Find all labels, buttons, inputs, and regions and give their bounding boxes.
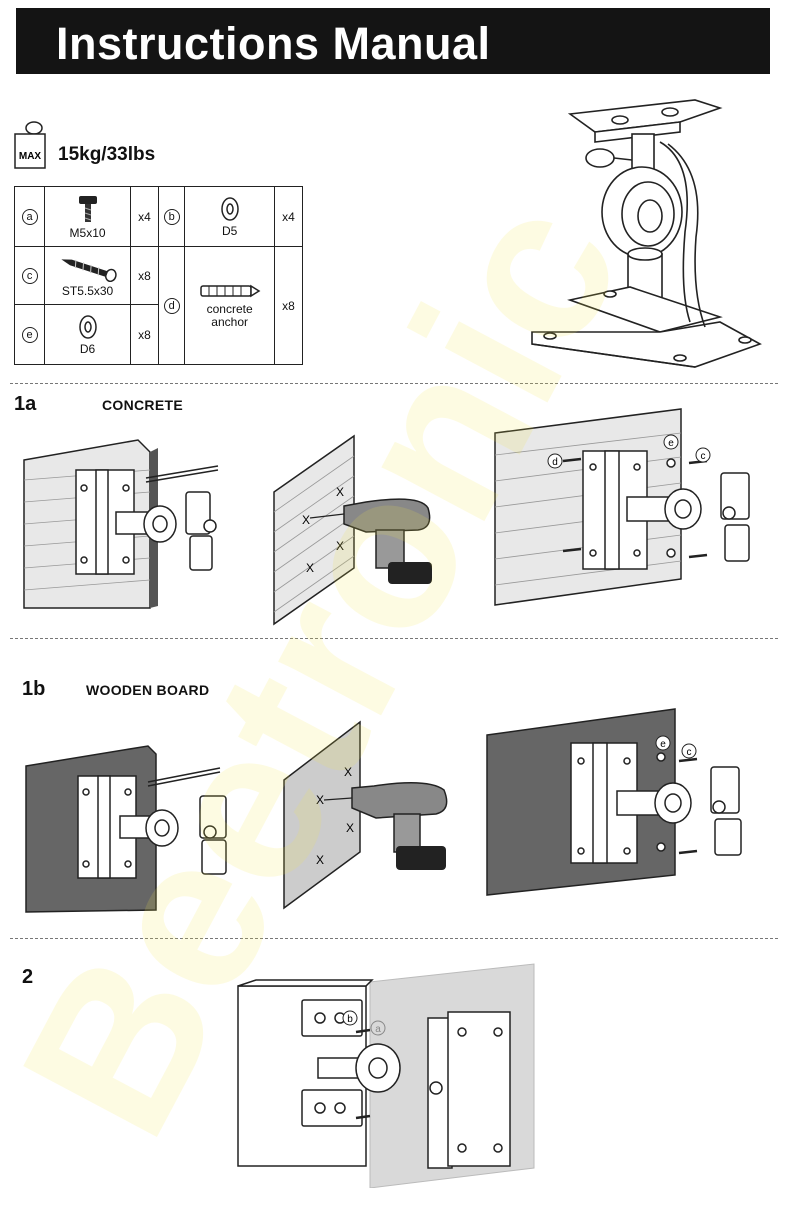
part-name-d-line2: anchor [211,315,248,329]
part-id-a: a [21,208,38,225]
step-number: 1b [22,678,46,700]
drill-on-brick-illustration: X X X X [273,434,432,626]
part-name-a: M5x10 [69,225,106,240]
callout-c: c [701,451,706,462]
page-title: Instructions Manual [56,18,491,69]
weight-icon: MAX [14,118,54,170]
drill-mark: X [316,853,324,867]
callout-e: e [660,739,666,750]
washer-d5-icon [220,196,239,221]
part-id-e: e [21,326,38,343]
header-bar: Instructions Manual [16,8,770,74]
callout-e: e [668,438,674,449]
part-qty-c: x8 [129,246,160,305]
brick-wall-bracket-illustration [23,439,219,609]
screw-m5-icon [78,195,97,222]
max-icon-label: MAX [19,151,42,162]
part-name-e: D6 [79,341,96,356]
drill-mark: X [336,485,344,499]
section-divider [10,938,778,939]
part-id-c: c [21,267,38,284]
step-number: 1a [14,393,37,415]
section-divider [10,638,778,639]
wood-screw-icon [60,258,117,282]
brick-wall-mounted-illustration: d e c [494,408,750,606]
part-qty-a: x4 [129,186,160,247]
section-divider [10,383,778,384]
step-label: CONCRETE [102,397,183,413]
part-name-c: ST5.5x30 [61,283,114,298]
bracket-illustration [531,99,762,368]
drill-mark: X [306,561,314,575]
drill-mark: X [346,821,354,835]
drill-mark: X [344,765,352,779]
part-qty-d: x8 [273,246,304,365]
step-label: WOODEN BOARD [86,682,210,698]
max-load-value: 15kg/33lbs [58,144,156,165]
part-name-b: D5 [221,223,238,238]
parts-table: a M5x10 x4 b D5 x4 c [13,186,304,365]
callout-a: a [375,1024,381,1035]
drill-mark: X [316,793,324,807]
wood-board-bracket-illustration [25,745,227,913]
speaker-mount-illustration: b a [237,963,535,1188]
concrete-anchor-icon [199,284,261,298]
callout-b: b [347,1014,353,1025]
drill-mark: X [336,539,344,553]
drill-on-wood-illustration: X X X X [283,720,448,910]
callout-d: d [552,457,558,468]
washer-d6-icon [78,314,97,339]
step-number: 2 [22,966,34,988]
drill-mark: X [302,513,310,527]
part-id-d: d [163,297,180,314]
part-name-d-line1: concrete [206,302,253,316]
part-id-b: b [163,208,180,225]
part-qty-e: x8 [129,304,160,365]
part-qty-b: x4 [273,186,304,247]
wood-board-mounted-illustration: e c [486,708,742,896]
callout-c: c [687,747,692,758]
